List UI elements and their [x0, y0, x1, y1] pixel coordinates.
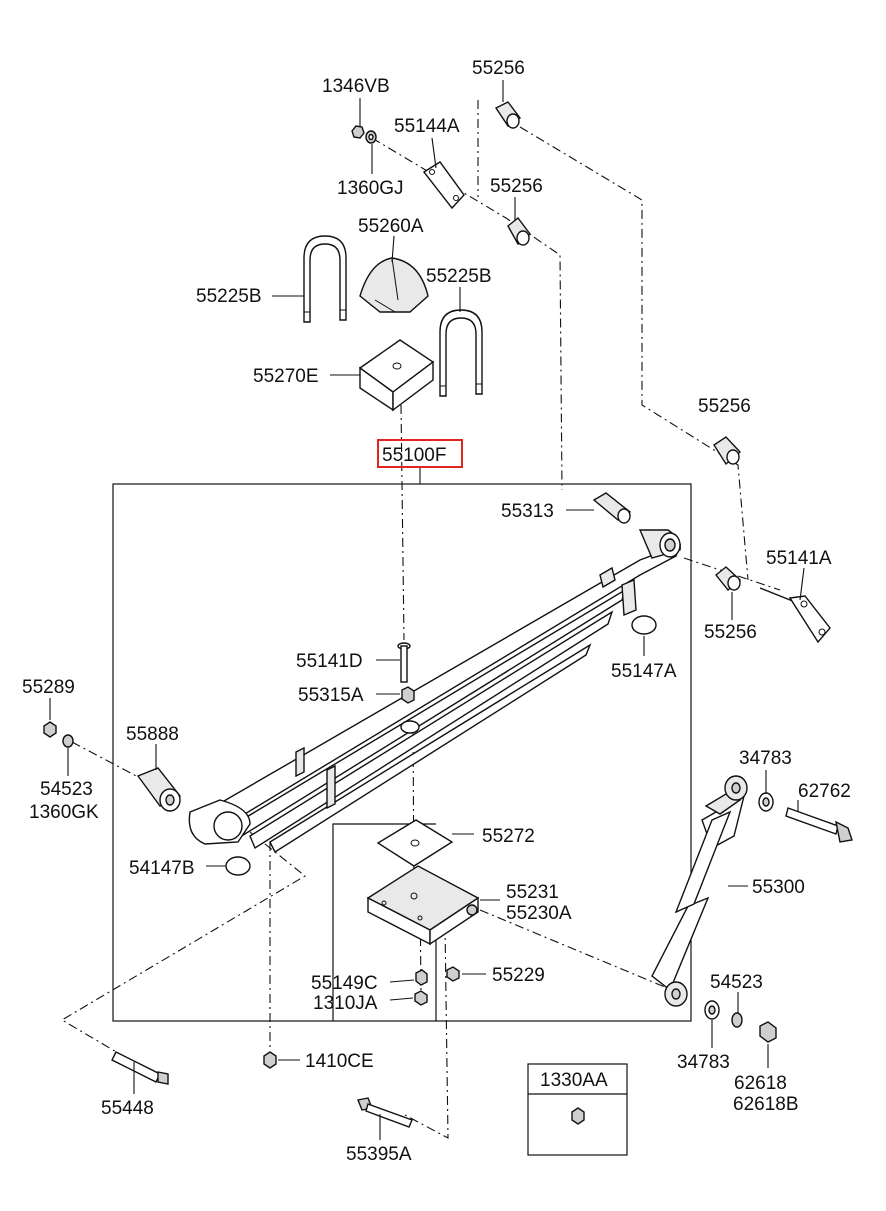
nut-62618 [759, 1021, 777, 1043]
bushing-55256-c [713, 436, 742, 466]
pad-54147B [225, 856, 251, 876]
label-55256-a[interactable]: 55256 [472, 58, 525, 79]
label-55888[interactable]: 55888 [126, 724, 179, 745]
nut-55229 [446, 966, 460, 982]
washer-54523-left [62, 734, 74, 748]
label-55147A[interactable]: 55147A [611, 661, 677, 682]
front-eye-line [683, 557, 781, 591]
bushing-55256-a [494, 101, 522, 129]
bushing-55313 [592, 492, 632, 524]
seat-center-line [412, 719, 415, 901]
label-1360GK[interactable]: 1360GK [29, 802, 99, 823]
label-55289[interactable]: 55289 [22, 677, 75, 698]
label-55229[interactable]: 55229 [492, 965, 545, 986]
nut-55289 [43, 721, 57, 738]
bolt-1410CE [263, 1051, 277, 1069]
bushing-55888 [136, 767, 182, 812]
label-1410CE[interactable]: 1410CE [305, 1051, 374, 1072]
nut-1310JA [414, 990, 428, 1006]
label-1330AA[interactable]: 1330AA [540, 1070, 608, 1091]
upper-bushing-line [519, 126, 749, 581]
highlight-55100F [377, 439, 463, 468]
label-55256-d[interactable]: 55256 [704, 622, 757, 643]
nut-55149C [415, 969, 428, 986]
label-62618[interactable]: 62618 [734, 1073, 787, 1094]
plate-55272 [376, 819, 454, 867]
label-55256-b[interactable]: 55256 [490, 176, 543, 197]
shackle-55144A [422, 161, 465, 210]
label-34783-top[interactable]: 34783 [739, 748, 792, 769]
rear-bolt-line [71, 741, 141, 779]
label-1310JA[interactable]: 1310JA [313, 993, 378, 1014]
bushing-55256-b [507, 217, 531, 246]
spring-eye-front [638, 529, 681, 559]
label-1360GJ[interactable]: 1360GJ [337, 178, 404, 199]
label-55141A[interactable]: 55141A [766, 548, 832, 569]
label-55315A[interactable]: 55315A [298, 685, 364, 706]
label-55225B-right[interactable]: 55225B [426, 266, 492, 287]
label-55144A[interactable]: 55144A [394, 116, 460, 137]
label-55300[interactable]: 55300 [752, 877, 805, 898]
lower-seat-box-left [332, 823, 436, 1021]
nut-1346VB [351, 125, 365, 139]
part-1330AA-box [527, 1063, 628, 1156]
label-55225B-left[interactable]: 55225B [196, 286, 262, 307]
pad-55147A [631, 615, 657, 635]
part-labels: 1346VB 1360GJ 55144A 55256 55256 55256 5… [22, 58, 851, 1165]
washer-1360GJ [365, 130, 377, 144]
center-hole [400, 720, 420, 734]
label-54147B[interactable]: 54147B [129, 858, 195, 879]
bump-stop-55260A [359, 257, 429, 313]
bolt-55448 [111, 1051, 169, 1085]
label-55231[interactable]: 55231 [506, 882, 559, 903]
nut-1330AA [571, 1107, 585, 1125]
center-bolt-55141D [397, 642, 411, 683]
shock-lower-line [479, 909, 673, 991]
ubolt-bolt-line [404, 924, 449, 1139]
label-1346VB[interactable]: 1346VB [322, 76, 390, 97]
spring-seat-55270E [358, 339, 435, 412]
washer-54523-right [731, 1012, 743, 1028]
label-62618B[interactable]: 62618B [733, 1094, 799, 1115]
label-55270E[interactable]: 55270E [253, 366, 319, 387]
label-55395A[interactable]: 55395A [346, 1144, 412, 1165]
shackle-pin-55141A [759, 587, 831, 644]
label-55448[interactable]: 55448 [101, 1098, 154, 1119]
rear-bolt-path-line [60, 831, 306, 1061]
label-55256-c[interactable]: 55256 [698, 396, 751, 417]
bolt-55395A [357, 1097, 413, 1128]
bolt-62762 [785, 807, 853, 843]
label-34783-bottom[interactable]: 34783 [677, 1052, 730, 1073]
label-55272[interactable]: 55272 [482, 826, 535, 847]
shock-absorber-55300 [651, 775, 748, 1007]
label-54523-left[interactable]: 54523 [40, 779, 93, 800]
leader-lines [49, 80, 805, 1140]
spring-eye-rear [188, 799, 251, 845]
center-bolt-line [400, 404, 405, 641]
label-55230A[interactable]: 55230A [506, 903, 572, 924]
bushing-55256-d [715, 566, 742, 591]
label-55260A[interactable]: 55260A [358, 216, 424, 237]
nut-55315A [401, 686, 415, 704]
label-55100F[interactable]: 55100F [382, 445, 446, 466]
label-55313[interactable]: 55313 [501, 501, 554, 522]
label-54523-right[interactable]: 54523 [710, 972, 763, 993]
label-55141D[interactable]: 55141D [296, 651, 363, 672]
lower-seat-55231 [366, 865, 480, 946]
label-55149C[interactable]: 55149C [311, 973, 378, 994]
leaf-spring-55100F [204, 543, 682, 854]
label-62762[interactable]: 62762 [798, 781, 851, 802]
u-bolt-right [439, 309, 483, 397]
u-bolt-left [303, 235, 347, 323]
